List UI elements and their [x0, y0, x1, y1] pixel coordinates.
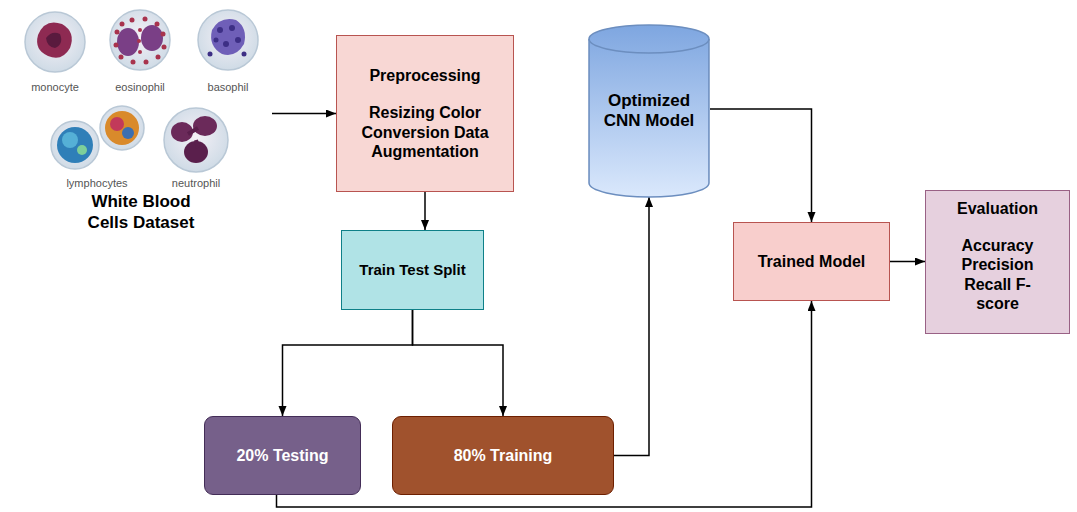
monocyte-cell [25, 12, 85, 72]
node-title: Preprocessing [369, 66, 480, 85]
cell-type-label: neutrophil [172, 177, 220, 189]
evaluation-box: EvaluationAccuracy Precision Recall F-sc… [925, 190, 1070, 334]
lymphocyte-cells [51, 106, 144, 169]
connector-arrow [710, 109, 812, 222]
node-title: Train Test Split [359, 261, 465, 279]
connector-arrow [614, 197, 649, 456]
cell-type-label: basophil [208, 81, 249, 93]
process-box: PreprocessingResizing Color Conversion D… [336, 35, 514, 192]
connector-arrow [413, 310, 504, 416]
data-split-box: 20% Testing [204, 416, 361, 495]
eosinophil-cell [110, 10, 170, 70]
connector-arrow [890, 261, 925, 263]
cell-type-label: eosinophil [115, 81, 165, 93]
process-box: Trained Model [733, 222, 890, 301]
node-title: 80% Training [454, 446, 553, 465]
cell-type-label: monocyte [31, 81, 79, 93]
node-title: Optimized CNN Model [596, 91, 702, 132]
node-title: 20% Testing [236, 446, 328, 465]
basophil-cell [198, 10, 258, 70]
dataset-group: White Blood Cells Dataset [10, 5, 272, 239]
neutrophil-cell [164, 108, 228, 172]
connector-arrow [424, 192, 426, 230]
node-title: Evaluation [957, 199, 1038, 218]
node-title: White Blood Cells Dataset [71, 192, 211, 233]
database-cylinder: Optimized CNN Model [588, 25, 710, 197]
node-title: Trained Model [758, 252, 866, 271]
process-box: Train Test Split [341, 230, 484, 310]
connector-arrow [283, 310, 413, 416]
cell-type-label: lymphocytes [66, 177, 127, 189]
data-split-box: 80% Training [392, 416, 614, 495]
connector-arrow [272, 113, 336, 115]
node-body: Resizing Color Conversion Data Augmentat… [346, 103, 504, 161]
node-body: Accuracy Precision Recall F-score [948, 236, 1048, 313]
